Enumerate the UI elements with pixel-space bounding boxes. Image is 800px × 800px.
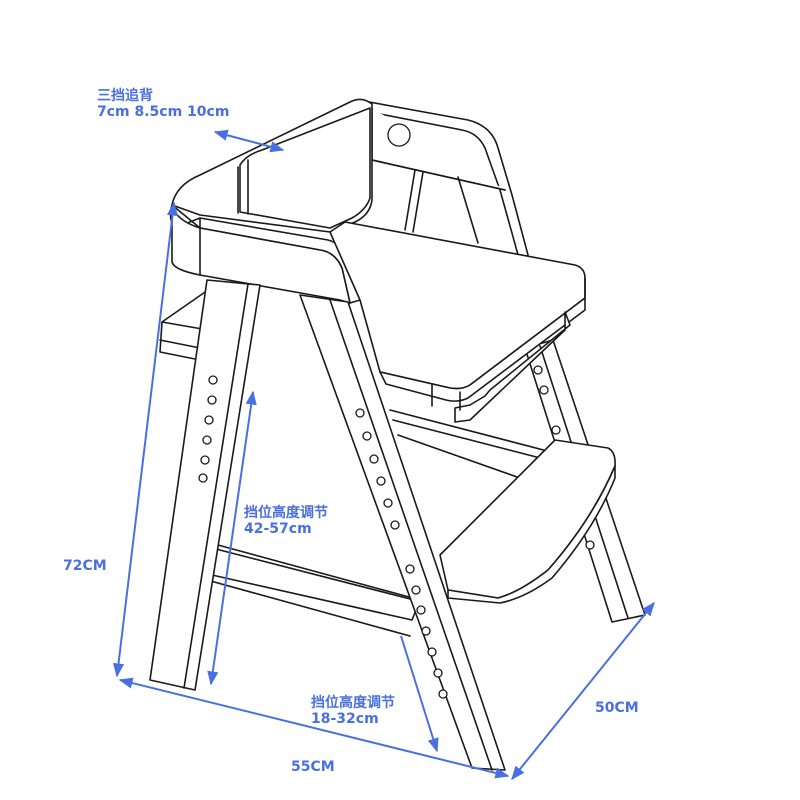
dimension-arrows [112,129,655,781]
backrest-arrow [213,129,285,153]
footrest-height-title: 挡位高度调节 [311,695,395,711]
seat-height-range: 42-57cm [244,521,312,537]
seat-height-title: 挡位高度调节 [244,505,328,521]
footrest [439,439,616,604]
backrest-values: 7cm 8.5cm 10cm [97,104,230,120]
backrest-label: 三挡追背 7cm 8.5cm 10cm [97,88,229,120]
width-label: 55CM [291,759,335,775]
seat [329,221,586,423]
footrest-height-label: 挡位高度调节 18-32cm [311,695,395,727]
seat-height-label: 挡位高度调节 42-57cm [244,505,328,537]
total-height-label: 72CM [63,558,107,574]
backrest-hole-icon [387,123,411,147]
width-arrow [118,677,510,779]
chair-drawing [149,98,646,771]
backrest-cushion [171,98,373,233]
backrest-title: 三挡追背 [97,88,153,104]
seat-height-arrow [207,390,257,686]
height-arrow [112,201,179,678]
depth-label: 50CM [595,700,639,716]
footrest-height-range: 18-32cm [311,711,379,727]
depth-arrow [511,601,655,781]
backrest-frame [357,99,529,263]
